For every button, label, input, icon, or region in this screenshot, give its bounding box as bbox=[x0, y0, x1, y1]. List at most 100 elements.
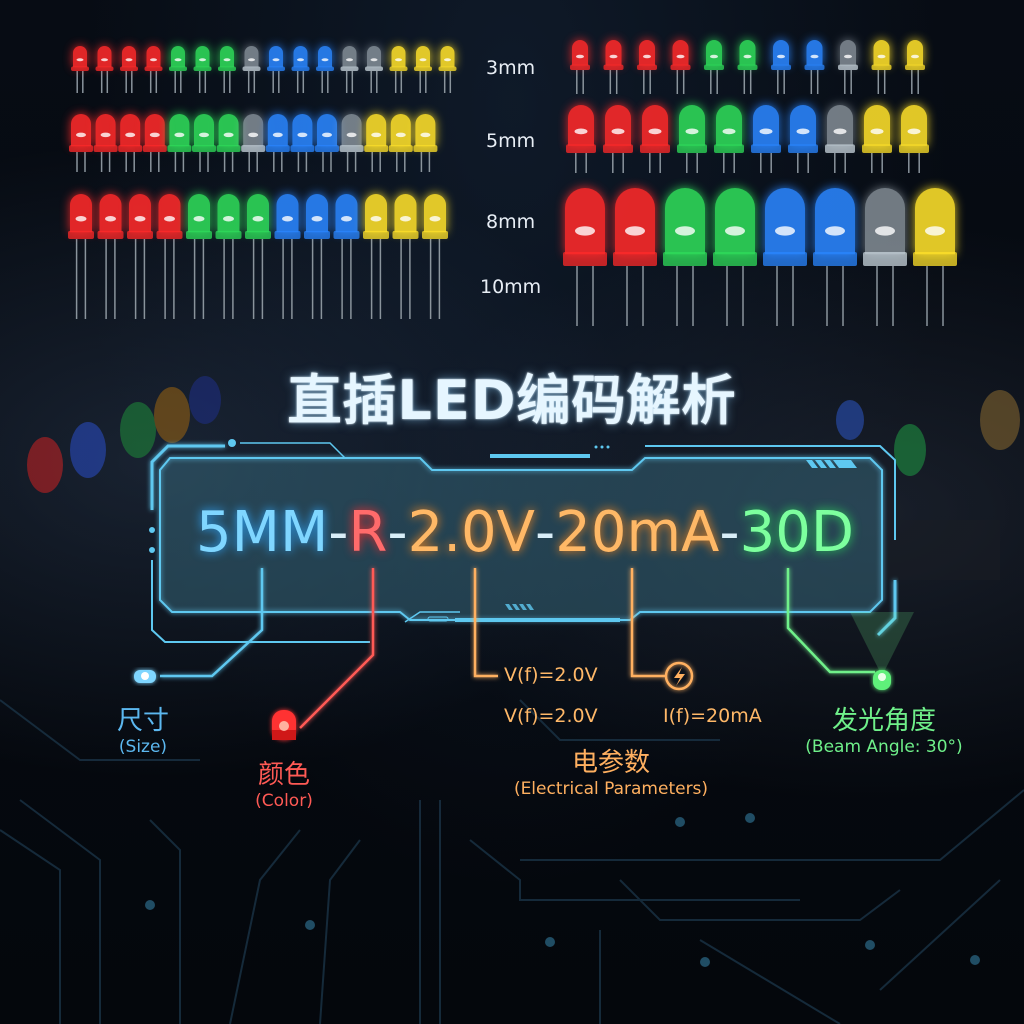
code-separator: - bbox=[535, 500, 556, 565]
led-red-icon bbox=[637, 40, 657, 94]
led-green-icon bbox=[218, 46, 236, 93]
led-red-icon bbox=[670, 40, 691, 94]
led-yellow-icon bbox=[438, 46, 457, 93]
led-red-icon bbox=[563, 188, 607, 326]
led-blue-icon bbox=[751, 105, 781, 173]
size-label-10mm: 10mm bbox=[480, 276, 542, 298]
led-red-icon bbox=[118, 114, 143, 172]
led-yellow-icon bbox=[862, 105, 892, 173]
led-green-icon bbox=[186, 194, 212, 319]
led-green-icon bbox=[704, 40, 724, 94]
led-green-icon bbox=[737, 40, 758, 94]
code-angle-segment: 30D bbox=[739, 500, 854, 565]
led-blue-icon bbox=[290, 114, 315, 172]
led-blue-icon bbox=[788, 105, 818, 173]
led-blue-icon bbox=[813, 188, 857, 326]
led-red-icon bbox=[69, 114, 93, 172]
led-red-icon bbox=[97, 194, 124, 319]
led-green-icon bbox=[713, 188, 757, 326]
vf-line-value: V(f)=2.0V bbox=[504, 664, 598, 686]
led-white-icon bbox=[365, 46, 383, 93]
electrical-callout: 电参数 (Electrical Parameters) bbox=[480, 742, 742, 799]
led-green-icon bbox=[714, 105, 744, 173]
led-white-icon bbox=[825, 105, 855, 173]
green-led-icon bbox=[850, 612, 914, 690]
led-red-icon bbox=[613, 188, 657, 326]
led-code: 5MM-R-2.0V-20mA-30D bbox=[196, 500, 854, 565]
led-white-icon bbox=[838, 40, 858, 94]
led-yellow-icon bbox=[388, 114, 413, 172]
led-yellow-icon bbox=[389, 46, 408, 93]
led-yellow-icon bbox=[913, 188, 957, 326]
led-yellow-icon bbox=[905, 40, 925, 94]
led-red-icon bbox=[127, 194, 153, 319]
blue-led-icon bbox=[134, 670, 156, 683]
angle-label-zh: 发光角度 bbox=[831, 706, 936, 736]
led-green-icon bbox=[169, 46, 187, 93]
led-red-icon bbox=[640, 105, 670, 173]
code-voltage-segment: 2.0V bbox=[407, 500, 535, 565]
if-value: I(f)=20mA bbox=[663, 705, 762, 727]
led-blue-icon bbox=[274, 194, 301, 319]
led-white-icon bbox=[863, 188, 907, 326]
size-label-zh: 尺寸 bbox=[116, 706, 169, 736]
led-red-icon bbox=[120, 46, 138, 93]
led-red-icon bbox=[603, 40, 624, 94]
led-yellow-icon bbox=[899, 105, 929, 173]
led-white-icon bbox=[242, 46, 261, 93]
code-size-segment: 5MM bbox=[196, 500, 329, 565]
size-label-8mm: 8mm bbox=[486, 211, 536, 233]
led-blue-icon bbox=[304, 194, 330, 319]
led-red-icon bbox=[566, 105, 596, 173]
led-red-icon bbox=[156, 194, 183, 319]
size-label-5mm: 5mm bbox=[486, 130, 536, 152]
angle-label-en: (Beam Angle: 30°) bbox=[805, 737, 963, 757]
vf-value: V(f)=2.0V bbox=[504, 705, 598, 727]
led-red-icon bbox=[603, 105, 633, 173]
led-blue-icon bbox=[265, 114, 290, 172]
led-blue-icon bbox=[315, 114, 339, 172]
code-separator: - bbox=[387, 500, 408, 565]
led-yellow-icon bbox=[422, 194, 448, 319]
led-blue-icon bbox=[333, 194, 360, 319]
color-callout: 颜色 (Color) bbox=[236, 754, 332, 811]
led-white-icon bbox=[340, 46, 359, 93]
led-yellow-icon bbox=[871, 40, 892, 94]
angle-callout: 发光角度 (Beam Angle: 30°) bbox=[786, 700, 982, 757]
led-yellow-icon bbox=[363, 194, 389, 319]
led-blue-icon bbox=[316, 46, 334, 93]
code-separator: - bbox=[719, 500, 740, 565]
led-blue-icon bbox=[804, 40, 825, 94]
led-red-icon bbox=[68, 194, 94, 319]
led-red-icon bbox=[93, 114, 118, 172]
led-product-rows bbox=[68, 40, 957, 326]
color-label-en: (Color) bbox=[255, 791, 313, 811]
led-red-icon bbox=[95, 46, 114, 93]
led-green-icon bbox=[193, 46, 212, 93]
led-green-icon bbox=[192, 114, 216, 172]
code-color-segment: R bbox=[348, 500, 388, 565]
led-red-icon bbox=[144, 46, 163, 93]
size-label-3mm: 3mm bbox=[486, 57, 536, 79]
code-current-segment: 20mA bbox=[555, 500, 720, 565]
led-blue-icon bbox=[763, 188, 807, 326]
led-yellow-icon bbox=[364, 114, 389, 172]
color-label-zh: 颜色 bbox=[257, 760, 310, 790]
led-blue-icon bbox=[771, 40, 791, 94]
led-blue-icon bbox=[291, 46, 310, 93]
lightning-bolt-icon bbox=[664, 661, 694, 691]
led-red-icon bbox=[570, 40, 590, 94]
led-green-icon bbox=[167, 114, 192, 172]
code-separator: - bbox=[328, 500, 349, 565]
electrical-label-en: (Electrical Parameters) bbox=[513, 779, 709, 799]
size-callout: 尺寸 (Size) bbox=[108, 700, 178, 757]
red-led-icon bbox=[272, 710, 296, 740]
led-red-icon bbox=[142, 114, 167, 172]
led-yellow-icon bbox=[414, 46, 432, 93]
led-white-icon bbox=[339, 114, 364, 172]
led-white-icon bbox=[241, 114, 266, 172]
size-label-en: (Size) bbox=[118, 737, 168, 757]
led-green-icon bbox=[677, 105, 707, 173]
